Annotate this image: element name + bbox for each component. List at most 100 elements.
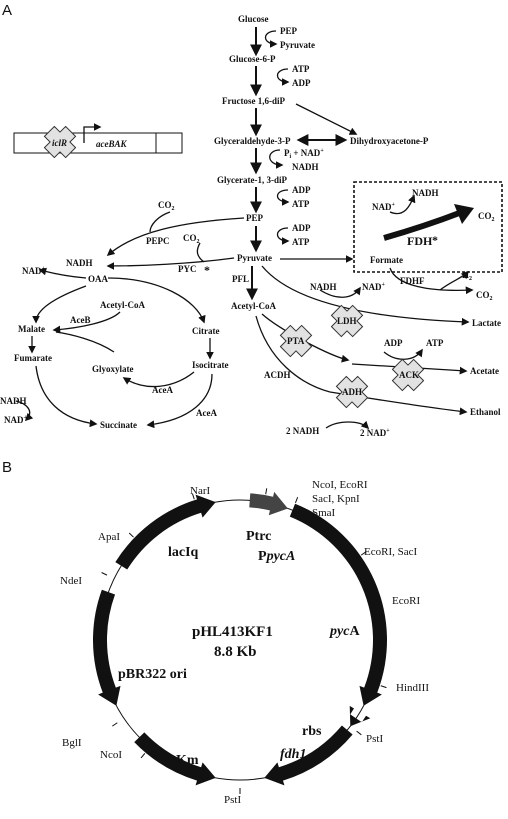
ldh-label: LDH — [337, 316, 357, 326]
apai-tick — [128, 532, 134, 538]
plasmid-size: 8.8 Kb — [214, 644, 257, 660]
pyruvate-side-label: Pyruvate — [280, 40, 315, 50]
glyoxylate-label: Glyoxylate — [92, 364, 134, 374]
nad-fum-label: NAD+ — [4, 415, 28, 425]
nadh-from-oaa — [38, 267, 87, 279]
glyox-to-aceb — [55, 331, 115, 353]
nadh-ldh-arrow — [319, 286, 361, 298]
oaa-label: OAA — [88, 274, 109, 284]
succinate-label: Succinate — [100, 420, 137, 430]
arrow-formate-fdhf — [389, 267, 474, 295]
acebak-label: aceBAK — [96, 139, 127, 149]
acdh-label: ACDH — [264, 370, 291, 380]
arrow-acetylcoa-ethanol — [255, 315, 468, 416]
pyc-star: * — [204, 263, 210, 277]
nadh-ldh-label: NADH — [310, 282, 337, 292]
laciq-label: lacIq — [168, 545, 199, 560]
acea2-label: AceA — [196, 408, 217, 418]
g6p-label: Glucose-6-P — [229, 54, 276, 64]
atp3-label: ATP — [292, 237, 310, 247]
glucose-label: Glucose — [238, 14, 269, 24]
hindiii-tick — [380, 685, 387, 689]
nadh-fum-label: NADH — [0, 396, 27, 406]
km-arc — [134, 732, 216, 786]
acetylcoa-inner-label: Acetyl-CoA — [100, 300, 145, 310]
rbs-label: rbs — [302, 724, 322, 739]
pyc-label: PYC — [178, 264, 197, 274]
arrow-glyox-malate — [52, 311, 121, 334]
site-hindiii: HindIII — [396, 682, 429, 694]
side-arrow-atp2 — [276, 189, 290, 206]
plasmid-gene-arcs — [92, 488, 387, 794]
side-arrow-atp1 — [276, 68, 290, 86]
g13dip-label: Glycerate-1, 3-diP — [217, 175, 287, 185]
nad-ldh-label: NAD+ — [362, 282, 386, 292]
panel-label-a: A — [2, 2, 12, 19]
fdh1-label: fdh1 — [280, 747, 306, 762]
rbs-arc — [349, 705, 371, 727]
pyca-arc — [289, 503, 387, 706]
citrate-label: Citrate — [192, 326, 219, 336]
adp2-label: ADP — [292, 185, 311, 195]
fdh-arrow-head — [454, 204, 474, 224]
arrow-fdhf-h2 — [439, 270, 470, 291]
co2-into-pepc — [149, 211, 171, 233]
promoter-arrow — [83, 123, 102, 143]
ack-label: ACK — [399, 370, 419, 380]
arrow-oaa-malate — [32, 285, 87, 324]
side-arrow-nad1 — [269, 149, 284, 169]
panel-label-b: B — [2, 459, 12, 476]
ppyca-label: PpycA — [258, 549, 295, 564]
ori-label: pBR322 ori — [118, 667, 187, 682]
fdh-star: * — [432, 233, 438, 247]
arrow-fumarate-succinate — [35, 365, 98, 428]
fdhf-label: FDHF — [400, 276, 425, 286]
site-bgli: BglI — [62, 737, 82, 749]
two-nadh-label: 2 NADH — [286, 426, 319, 436]
adh-label: ADH — [342, 387, 362, 397]
fdh1-arc — [264, 725, 353, 786]
lactate-label: Lactate — [472, 318, 501, 328]
site-saci-kpni: SacI, KpnI — [312, 493, 360, 505]
co2-fdhf-label: CO2 — [476, 290, 493, 302]
f16dip-label: Fructose 1,6-diP — [222, 96, 285, 106]
nadh-fumarate-arrow — [15, 400, 34, 422]
bgli-tick — [112, 722, 118, 727]
nad-oaa-label: NAD+ — [22, 266, 46, 276]
arrow-pep-oaa — [106, 217, 245, 257]
fdh-dashed-box — [353, 181, 503, 273]
atp1-label: ATP — [292, 64, 310, 74]
adp1-label: ADP — [292, 78, 311, 88]
adp3-label: ADP — [292, 223, 311, 233]
isocitrate-label: Isocitrate — [192, 360, 228, 370]
aceb-label: AceB — [70, 315, 91, 325]
co2-fdh-label: CO2 — [478, 211, 495, 223]
atp-ack-arrow — [383, 348, 423, 360]
ori-arc — [92, 589, 121, 706]
nari-tick — [191, 493, 195, 500]
arrow-f16-dhap — [295, 103, 358, 135]
dhap-label: Dihydroxyacetone-P — [350, 136, 429, 146]
co2-into-pyc — [196, 242, 205, 263]
site-ecori-saci: EcoRI, SacI — [364, 546, 417, 558]
arrow-pyruvate-oaa — [106, 257, 235, 270]
arrow-oaa-citrate — [107, 277, 206, 324]
malate-label: Malate — [18, 324, 45, 334]
site-ncoi: NcoI — [100, 749, 122, 761]
pi-nad-label: Pi + NAD+ — [284, 148, 324, 160]
pfl-label: PFL — [232, 274, 249, 284]
pyruvate-label: Pyruvate — [237, 253, 272, 263]
acea1-label: AceA — [152, 385, 173, 395]
site-ncoi-ecori: NcoI, EcoRI — [312, 479, 368, 491]
side-arrow-pep — [264, 30, 278, 48]
ecori-tick — [360, 551, 367, 556]
pta-label: PTA — [287, 336, 305, 346]
site-nari: NarI — [190, 485, 210, 497]
g3p-label: Glyceraldehyde-3-P — [214, 136, 291, 146]
site-smai: SmaI — [312, 507, 336, 519]
nadh-fdh-label: NADH — [412, 188, 439, 198]
side-arrow-atp3 — [276, 227, 290, 245]
fdh-arrow-shaft — [383, 209, 464, 241]
two-nad-label: 2 NAD+ — [360, 428, 390, 438]
ptrc-arc — [249, 491, 288, 516]
